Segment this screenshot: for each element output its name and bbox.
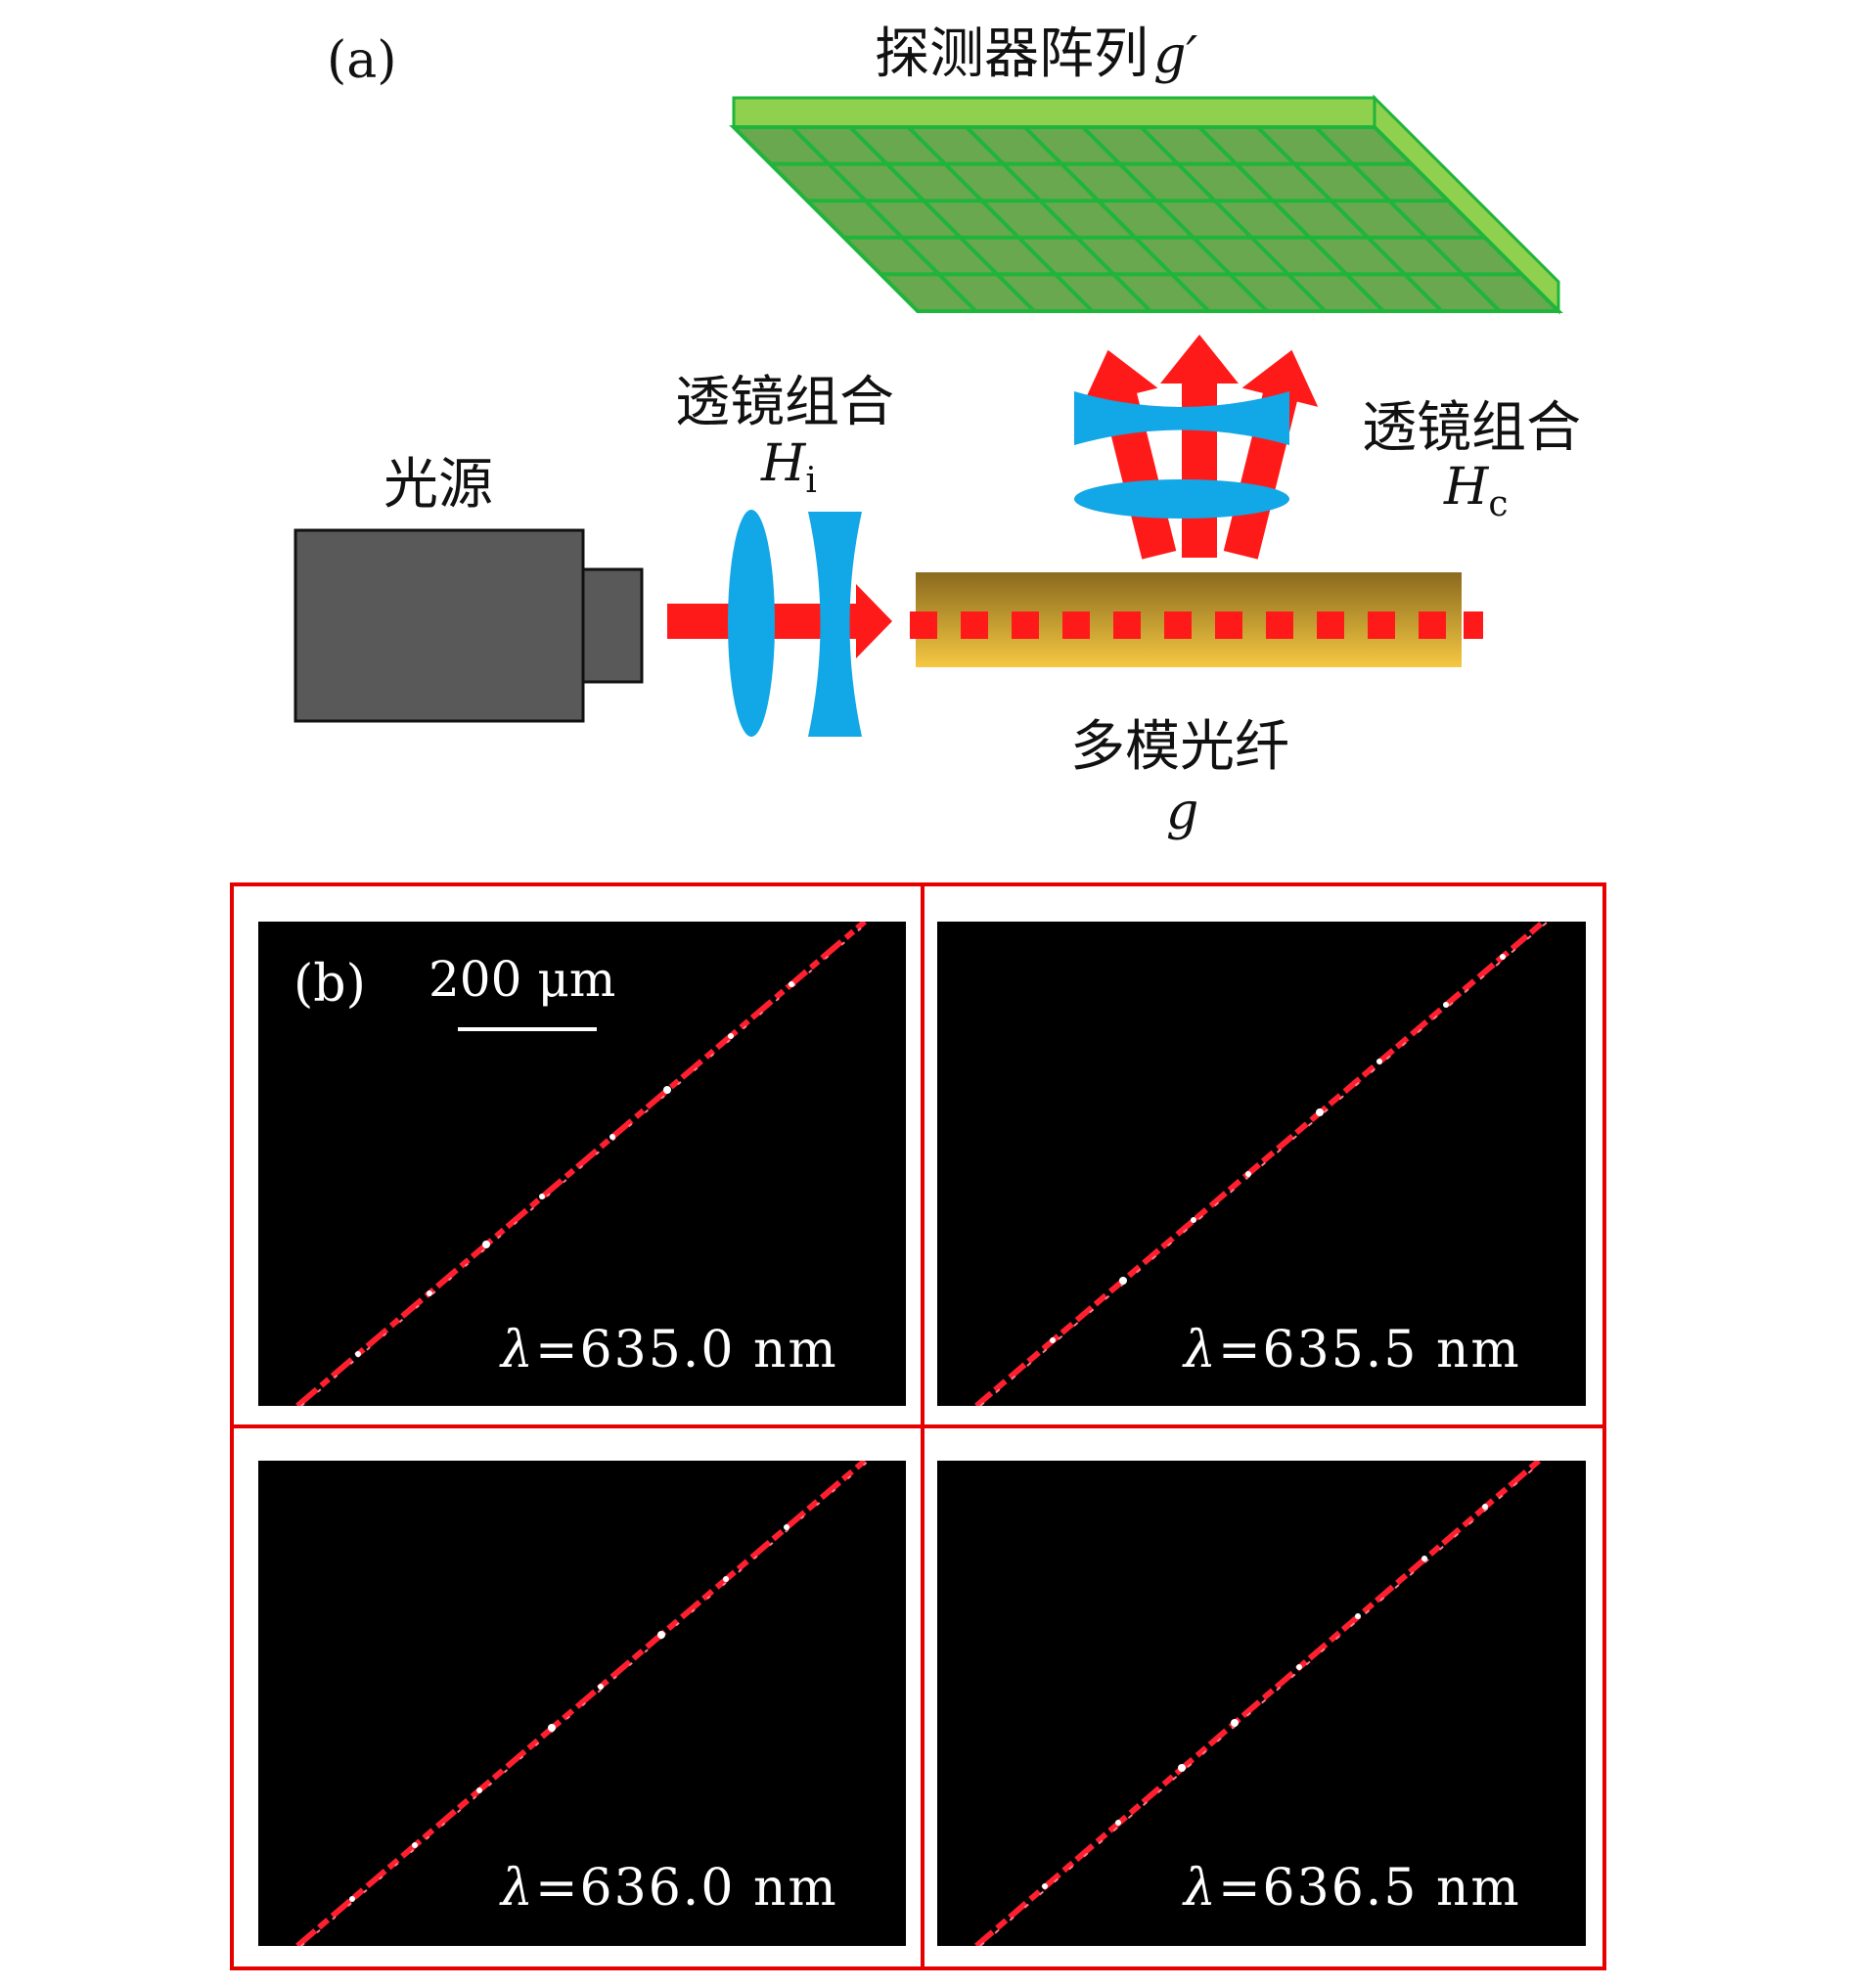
scale-bar-label: 200 μm [428, 951, 616, 1008]
collection-lens-symbol-sub: c [1488, 484, 1509, 524]
lambda-symbol: λ [1184, 1859, 1218, 1918]
panel-a-diagram [293, 94, 1563, 737]
scale-bar [458, 1027, 597, 1031]
panel-b-tag: (b) [293, 955, 366, 1014]
input-lens-symbol-main: H [761, 434, 806, 493]
equals-sign: = [1217, 1321, 1263, 1379]
detector-label-group: 探测器阵列 g′ [875, 10, 1197, 89]
lambda-symbol: λ [501, 1321, 535, 1379]
detector-label: 探测器阵列 [875, 23, 1149, 86]
speckle-image-2 [937, 922, 1586, 1406]
wavelength-label-4: λ=636.5 nm [1184, 1859, 1521, 1918]
detector-symbol: g′ [1153, 26, 1198, 85]
input-lens-symbol-sub: i [805, 461, 817, 501]
collection-lens-symbol-main: H [1444, 458, 1489, 517]
wavelength-label-3: λ=636.0 nm [501, 1859, 838, 1918]
lambda-symbol: λ [1184, 1321, 1218, 1379]
fiber-symbol: g [1166, 783, 1199, 841]
source-label: 光源 [383, 453, 493, 517]
equals-sign: = [534, 1859, 580, 1918]
wavelength-value: 636.5 nm [1262, 1859, 1521, 1918]
fiber-label: 多模光纤 [1070, 715, 1289, 779]
input-lens-symbol: Hi [761, 434, 817, 501]
input-lens-group [728, 510, 862, 737]
scatter-arrows [1081, 335, 1319, 560]
equals-sign: = [1217, 1859, 1263, 1918]
equals-sign: = [534, 1321, 580, 1379]
wavelength-value: 635.0 nm [579, 1321, 838, 1379]
wavelength-value: 636.0 nm [579, 1859, 838, 1918]
light-source [293, 528, 644, 723]
speckle-image-1 [258, 922, 906, 1406]
collection-lens-symbol: Hc [1444, 458, 1509, 524]
multimode-fiber [910, 572, 1483, 667]
speckle-image-4 [937, 1461, 1586, 1946]
speckle-image-3 [258, 1461, 906, 1946]
wavelength-label-2: λ=635.5 nm [1184, 1321, 1521, 1379]
detector-array [729, 94, 1563, 315]
wavelength-label-1: λ=635.0 nm [501, 1321, 838, 1379]
input-lens-label: 透镜组合 [675, 371, 894, 434]
wavelength-value: 635.5 nm [1262, 1321, 1521, 1379]
collection-lens-label: 透镜组合 [1362, 396, 1581, 460]
input-beam [667, 584, 892, 658]
panel-a-tag: (a) [327, 31, 397, 90]
lambda-symbol: λ [501, 1859, 535, 1918]
collection-lens-group [1074, 391, 1289, 519]
